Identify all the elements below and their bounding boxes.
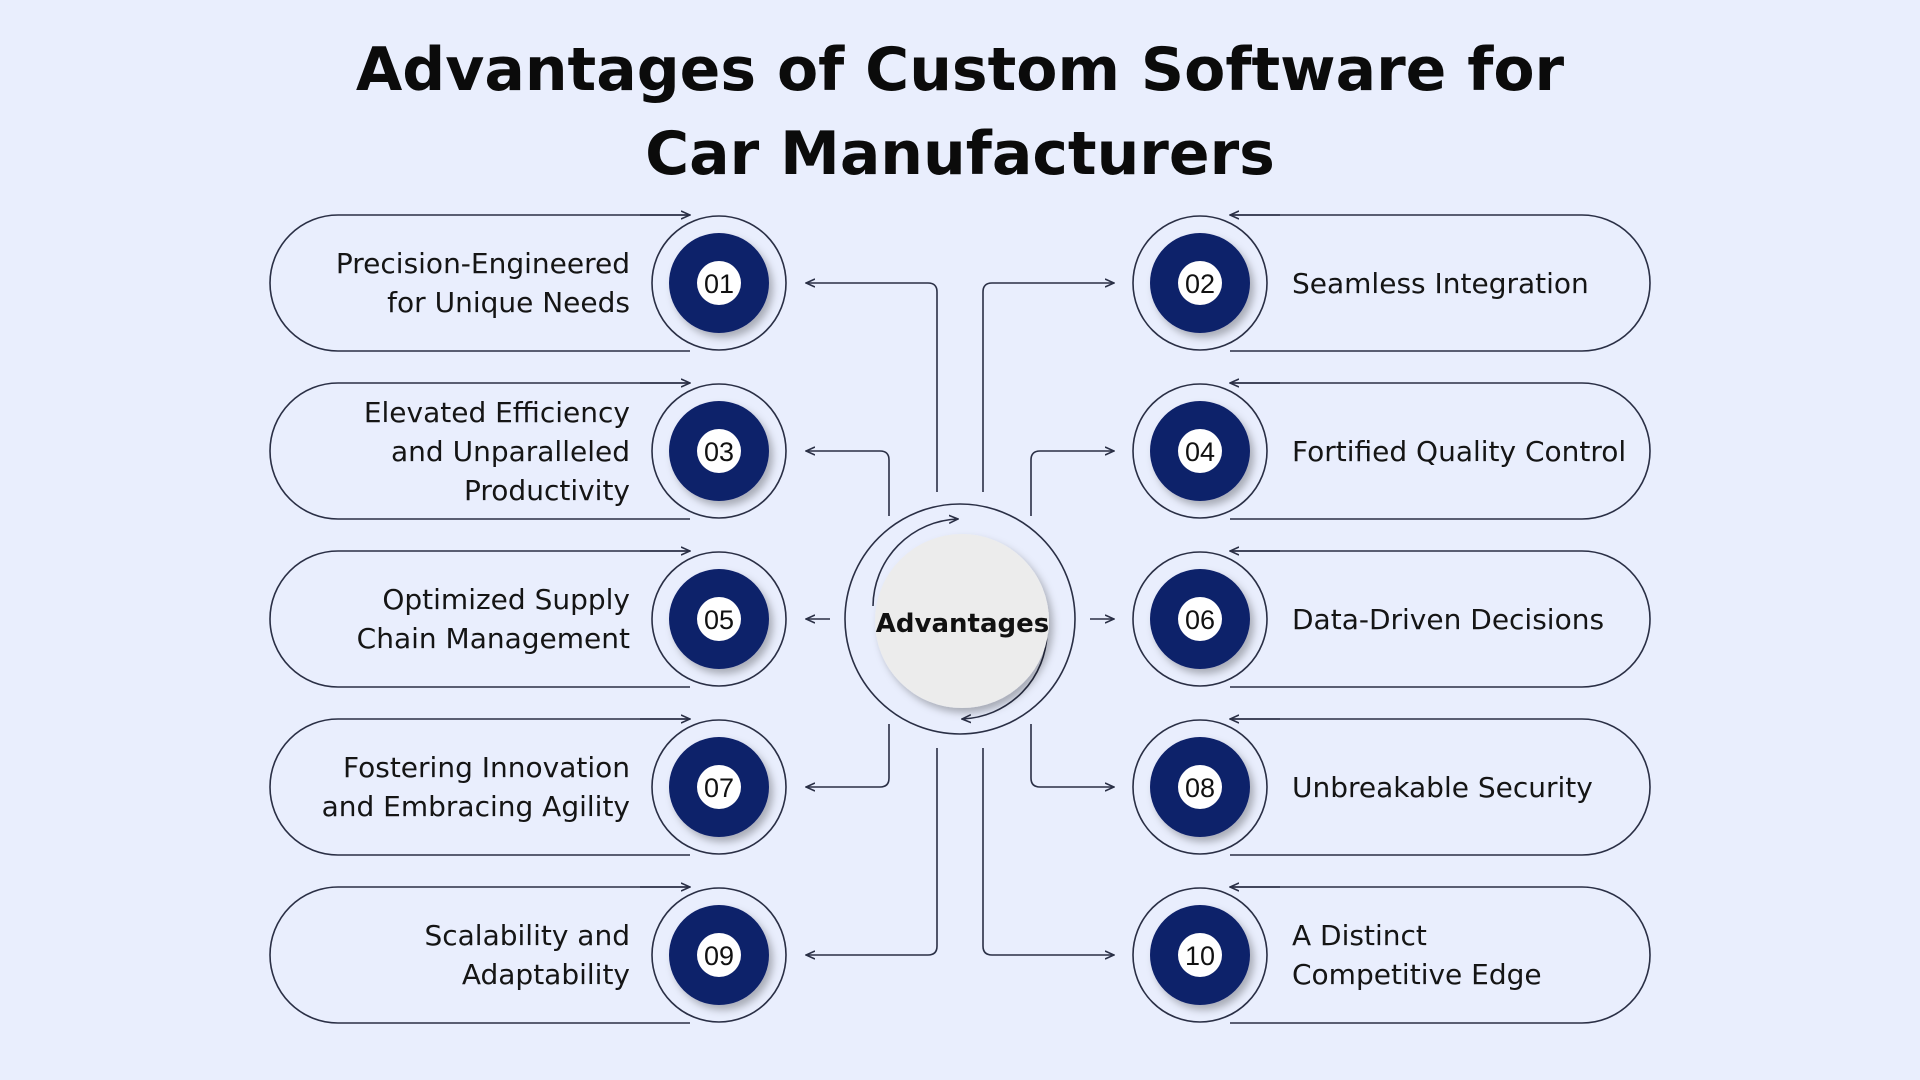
item-03-label-line: Productivity xyxy=(464,473,630,507)
item-04-number: 04 xyxy=(1185,437,1215,467)
connector-02 xyxy=(982,283,1114,492)
item-04-badge-inner xyxy=(1178,429,1222,473)
hub-label: Advantages xyxy=(875,609,1050,639)
item-03-badge-inner xyxy=(697,429,741,473)
item-02-badge: 02 xyxy=(1132,215,1268,351)
item-01-pill-outline xyxy=(269,214,690,352)
item-01-badge: 01 xyxy=(651,215,787,351)
item-07-badge: 07 xyxy=(651,719,787,855)
item-01-label-line: for Unique Needs xyxy=(387,286,630,319)
item-03-label-line: Elevated Efficiency xyxy=(363,395,630,429)
item-07-label: Fostering Innovation and Embracing Agilit… xyxy=(240,719,630,855)
connector-07 xyxy=(806,724,890,787)
item-05-label-line: Chain Management xyxy=(356,622,630,655)
page-title: Advantages of Custom Software for Car Ma… xyxy=(260,28,1660,196)
item-10-badge: 10 xyxy=(1132,887,1268,1023)
item-10-label-line: Competitive Edge xyxy=(1292,958,1542,991)
item-04-pill-outline xyxy=(1230,382,1651,520)
item-05-badge: 05 xyxy=(651,551,787,687)
item-09-badge-inner xyxy=(697,933,741,977)
item-10-badge-inner xyxy=(1178,933,1222,977)
item-08-badge: 08 xyxy=(1132,719,1268,855)
item-09-number: 09 xyxy=(704,941,734,971)
connector-08 xyxy=(1030,724,1114,787)
item-01-badge-inner xyxy=(697,261,741,305)
item-10-number: 10 xyxy=(1185,941,1215,971)
item-07-number: 07 xyxy=(704,773,734,803)
item-08-label-line: Unbreakable Security xyxy=(1292,770,1593,804)
hub xyxy=(844,503,1076,735)
item-06-badge-inner xyxy=(1178,597,1222,641)
connector-03 xyxy=(806,451,890,516)
item-01-number: 01 xyxy=(704,269,734,299)
hub-cycle-arrow-top xyxy=(872,519,958,607)
item-09-pill-outline xyxy=(269,886,690,1024)
item-02-label-line: Seamless Integration xyxy=(1292,266,1589,300)
item-08-pill-outline xyxy=(1230,718,1651,856)
item-07-label-line: Fostering Innovation xyxy=(343,751,630,784)
item-01-label-line: Precision-Engineered xyxy=(335,247,630,280)
item-06-pill-outline xyxy=(1230,550,1651,688)
item-01-label: Precision-Engineered for Unique Needs xyxy=(240,215,630,351)
item-06-number: 06 xyxy=(1185,605,1215,635)
connector-10 xyxy=(982,748,1114,955)
item-03-label-line: and Unparalleled xyxy=(391,434,630,468)
item-08-number: 08 xyxy=(1185,773,1215,803)
item-04-label-line: Fortified Quality Control xyxy=(1292,434,1627,468)
hub-disc xyxy=(875,534,1049,708)
hub-cycle-arrow-bottom xyxy=(962,631,1048,719)
item-03-pill-outline xyxy=(269,382,690,520)
item-07-label-line: and Embracing Agility xyxy=(321,790,630,823)
item-05-label-line: Optimized Supply xyxy=(382,583,630,616)
item-07-pill-outline xyxy=(269,718,690,856)
item-06-badge: 06 xyxy=(1132,551,1268,687)
connector-04 xyxy=(1030,451,1114,516)
item-02-label: Seamless Integration xyxy=(1292,215,1682,351)
title-line-2: Car Manufacturers xyxy=(645,119,1275,189)
item-05-badge-inner xyxy=(697,597,741,641)
connector-09 xyxy=(806,748,938,955)
item-06-label-line: Data-Driven Decisions xyxy=(1292,602,1605,636)
item-02-badge-inner xyxy=(1178,261,1222,305)
item-03-number: 03 xyxy=(704,437,734,467)
item-10-pill-outline xyxy=(1230,886,1651,1024)
item-09-badge: 09 xyxy=(651,887,787,1023)
item-08-label: Unbreakable Security xyxy=(1292,719,1682,855)
item-02-number: 02 xyxy=(1185,269,1215,299)
title-line-1: Advantages of Custom Software for xyxy=(355,35,1565,105)
item-06-label: Data-Driven Decisions xyxy=(1292,551,1682,687)
item-08-badge-inner xyxy=(1178,765,1222,809)
item-05-pill-outline xyxy=(269,550,690,688)
item-09-label-line: Scalability and xyxy=(424,919,630,952)
connector-01 xyxy=(806,283,938,492)
item-04-label: Fortified Quality Control xyxy=(1292,383,1682,519)
item-03-badge: 03 xyxy=(651,383,787,519)
item-02-pill-outline xyxy=(1230,214,1651,352)
item-07-badge-inner xyxy=(697,765,741,809)
item-10-label-line: A Distinct xyxy=(1292,919,1427,952)
item-09-label-line: Adaptability xyxy=(461,958,630,991)
item-05-number: 05 xyxy=(704,605,734,635)
item-04-badge: 04 xyxy=(1132,383,1268,519)
